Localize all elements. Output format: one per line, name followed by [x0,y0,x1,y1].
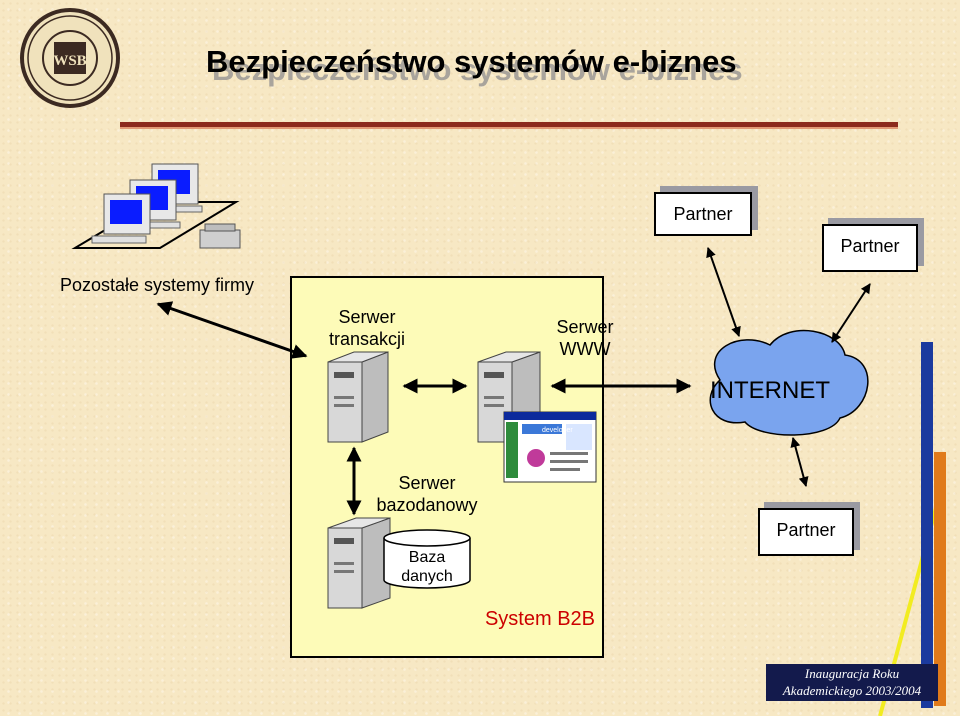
footer-line1: Inauguracja Roku [804,666,900,681]
partner-box-1: Partner [654,192,752,236]
database-server-label: Serwer bazodanowy [362,472,492,516]
arrow-internet-partner3 [790,437,809,487]
www-server-label: Serwer WWW [540,316,630,360]
database-label-line2: danych [401,568,453,585]
page-title: Bezpieczeństwo systemów e-biznes [206,44,737,79]
other-systems-network-icon [71,163,241,249]
transaction-server-label-line2: transakcji [328,329,406,349]
decorative-bar-blue [921,342,933,708]
www-server-label-line1: Serwer [556,317,614,337]
arrow-other-systems-transaction [156,301,308,359]
partner-box-3: Partner [758,508,854,556]
database-server-label-line1: Serwer [398,473,456,493]
arrow-partner2-internet [831,283,871,343]
database-server-label-line2: bazodanowy [376,495,478,515]
arrow-partner1-internet [706,247,741,337]
database-label-line1: Baza [408,549,446,566]
title-rule [120,122,898,127]
system-b2b-label: System B2B [484,608,596,630]
internet-cloud-icon [709,329,869,436]
page-title-shadow: Bezpieczeństwo systemów e-biznes [212,52,743,87]
screenshot-caption: developer [542,427,573,434]
database-server-icon [327,517,391,609]
www-server-label-line2: WWW [559,339,611,359]
partner-box-2: Partner [822,224,918,272]
school-logo: WSB [20,8,120,108]
transaction-server-icon [327,351,389,443]
internet-label: INTERNET [710,377,830,404]
transaction-server-label-line1: Serwer [338,307,396,327]
title-rule-highlight [120,127,898,129]
footer-line2: Akademickiego 2003/2004 [782,683,922,698]
other-systems-label: Pozostałe systemy firmy [60,275,255,295]
transaction-server-label: Serwer transakcji [312,306,422,350]
decorative-bar-orange [934,452,946,706]
logo-monogram: WSB [53,53,86,69]
web-page-screenshot: developer [503,411,597,483]
database-cylinder-icon [383,529,471,589]
database-label: Baza danych [384,548,470,586]
footer-caption: Inauguracja Roku Akademickiego 2003/2004 [766,664,938,701]
